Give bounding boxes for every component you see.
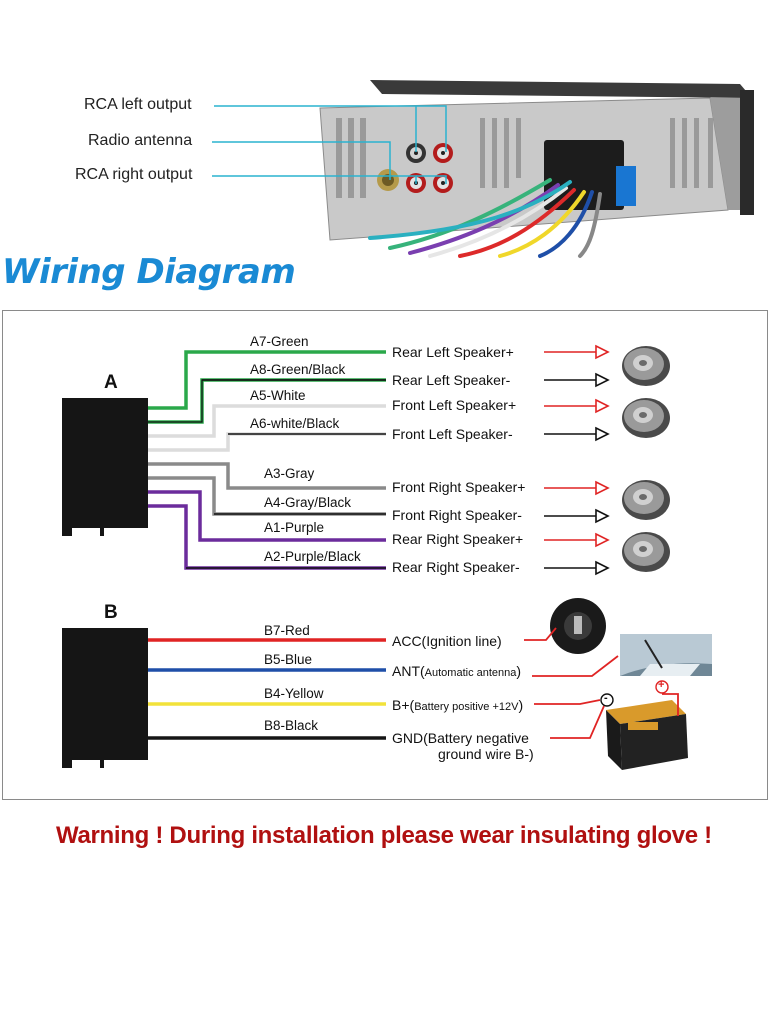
callout-radio-antenna: Radio antenna [88, 132, 193, 149]
group-b-label: B [104, 602, 118, 623]
dest-a5: Front Left Speaker+ [392, 397, 517, 413]
dest-b5: ANT(Automatic antenna) [392, 663, 521, 679]
wire-code-a1: A1-Purple [264, 520, 325, 535]
dest-a1: Rear Right Speaker+ [392, 531, 524, 547]
car-antenna-icon [620, 634, 712, 676]
dest-b4-tail: ) [518, 697, 524, 713]
wire-code-a5: A5-White [250, 388, 306, 403]
group-a-label: A [104, 372, 118, 393]
wiring-diagram-frame [2, 310, 768, 800]
dest-b5-tail: ) [516, 663, 522, 679]
wire-code-b5: B5-Blue [264, 652, 313, 667]
wire-code-b4: B4-Yellow [264, 686, 324, 701]
dest-b4: B+(Battery positive +12V) [392, 697, 523, 713]
wire-code-a2: A2-Purple/Black [264, 549, 361, 564]
dest-a4: Front Right Speaker- [392, 507, 522, 523]
connector-b [62, 628, 148, 768]
dest-b7: ACC(Ignition line) [392, 633, 502, 649]
wire-code-a7: A7-Green [250, 334, 309, 349]
wire-code-b7: B7-Red [264, 623, 310, 638]
warning-text: Warning ! During installation please wea… [56, 822, 712, 849]
wire-code-a8: A8-Green/Black [250, 362, 346, 377]
battery-icon [600, 680, 688, 770]
dest-a7: Rear Left Speaker+ [392, 344, 514, 360]
callout-rca-left: RCA left output [84, 96, 192, 113]
wire-code-a4: A4-Gray/Black [264, 495, 352, 510]
dest-a8: Rear Left Speaker- [392, 372, 511, 388]
dest-b5-detail: Automatic antenna [424, 667, 517, 679]
dest-a3: Front Right Speaker+ [392, 479, 526, 495]
battery-plus-mark: + [658, 679, 665, 691]
speaker-icons [622, 346, 670, 572]
dest-b8-line2: ground wire B-) [438, 746, 534, 762]
dest-a2: Rear Right Speaker- [392, 559, 520, 575]
dest-b5-main: ANT( [392, 663, 425, 679]
callout-leader-lines [212, 105, 447, 184]
diagram-title: Wiring Diagram [2, 252, 296, 292]
dest-b4-detail: Battery positive +12V [414, 701, 519, 713]
wire-code-a6: A6-white/Black [250, 416, 340, 431]
callout-rca-right: RCA right output [75, 166, 193, 183]
wire-code-b8: B8-Black [264, 718, 319, 733]
ignition-key-icon [550, 598, 606, 654]
connector-a [62, 398, 148, 536]
dest-b4-main: B+( [392, 697, 415, 713]
dest-a6: Front Left Speaker- [392, 426, 513, 442]
dest-b8: GND(Battery negative [392, 730, 529, 746]
wire-code-a3: A3-Gray [264, 466, 315, 481]
battery-minus-mark: - [604, 692, 608, 704]
